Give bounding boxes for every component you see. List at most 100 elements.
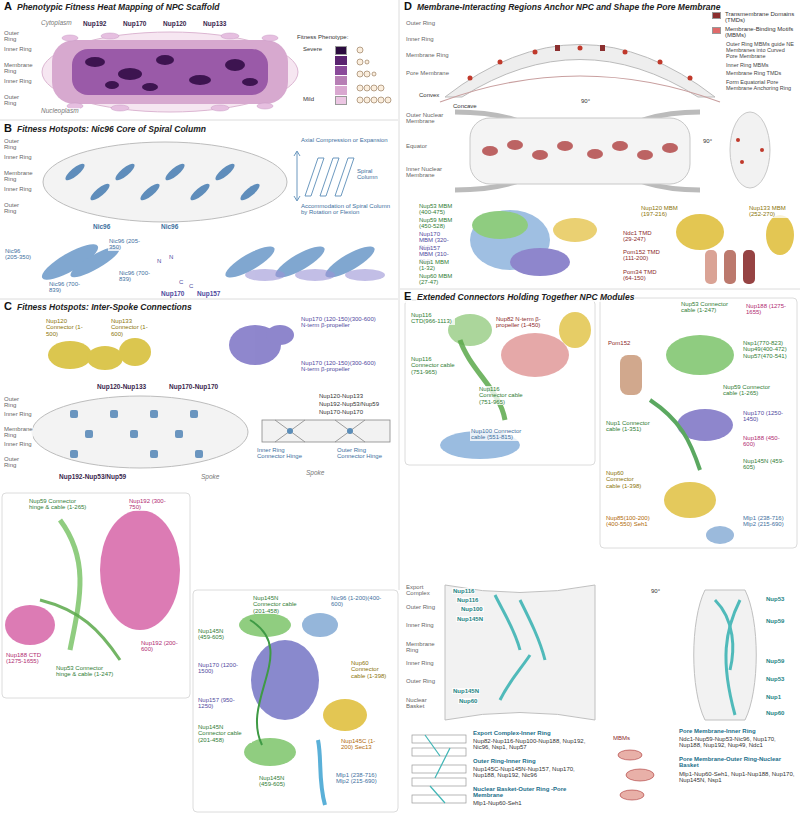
spiral-column-shape-shape: [163, 161, 187, 183]
structure-label: Nup145N (459-605): [258, 775, 298, 788]
structure-label: Nup133 Connector (1-600): [110, 318, 160, 337]
fitness-scale-shape-shape: [371, 85, 377, 91]
structure-label: C: [188, 283, 194, 289]
structure-label: Nic96 (205-350): [4, 248, 36, 261]
region-label: Outer Ring: [405, 20, 436, 26]
membrane-regions-shape-shape: [676, 214, 724, 250]
structure-label: Nup85(100-200)(400-550) Seh1: [605, 515, 660, 528]
region-label: Equator: [405, 143, 428, 149]
structure-label: Nup188 (1275-1655): [745, 303, 790, 316]
legend-swatch: [712, 12, 721, 19]
inter-spoke-connections-shape: [32, 396, 248, 468]
spiral-column-shape-shape: [63, 161, 87, 183]
region-label: Inner Ring: [405, 660, 440, 666]
extended-connectors-shape: [425, 735, 450, 803]
inter-spoke-connections-shape: [262, 420, 390, 442]
panel-frame-shape: [193, 590, 398, 812]
fitness-scale-shape-shape: [364, 97, 370, 103]
inter-spoke-connections-shape: [229, 325, 294, 365]
structure-label: Nup145N: [452, 688, 480, 694]
structure-label: Nup60 MBM (27-47): [418, 273, 456, 286]
npc-heatmap-shape: [52, 40, 288, 104]
spiral-column-shape-shape: [320, 158, 339, 196]
inter-spoke-connections-shape-shape: [48, 341, 92, 369]
inter-spoke-connections-shape-shape: [175, 430, 183, 438]
inter-spoke-connections-shape-shape: [150, 410, 158, 418]
spiral-column-shape-shape: [245, 269, 285, 281]
inter-spoke-connections-shape-shape: [275, 420, 305, 442]
extended-connectors-shape: [445, 585, 595, 720]
extended-connectors-shape-shape: [626, 769, 654, 781]
structure-label: Nup120 Connector (1-500): [45, 318, 95, 337]
structure-label: Spoke: [200, 474, 220, 481]
extended-connectors-shape-shape: [430, 786, 445, 803]
structure-label: Nup192 (200-600): [140, 640, 180, 653]
structure-label: Pore Membrane-Inner Ring: [678, 728, 757, 734]
structure-label: Nup157 (950-1250): [197, 697, 242, 710]
structure-label: Nup53 Connector cable (1-247): [680, 301, 735, 314]
structure-label: Nic96: [92, 224, 111, 231]
inter-spoke-connections-shape-shape: [87, 346, 123, 370]
spiral-column-shape-shape: [188, 181, 212, 203]
fitness-scale-shape-shape: [357, 71, 363, 77]
fitness-scale-shape-shape: [357, 59, 363, 65]
structure-label: Nup1 MBM (1-32): [418, 259, 456, 272]
structure-label: Nup170-Nup170: [168, 384, 219, 391]
npc-heatmap-shape-shape: [242, 78, 258, 86]
region-label: Outer Ring: [405, 604, 440, 610]
inter-spoke-connections-shape: [60, 520, 80, 650]
panel-letter: B: [3, 123, 13, 135]
region-label: Export Complex: [405, 584, 440, 597]
structure-label: N: [156, 258, 162, 264]
fitness-scale-shape-shape: [378, 97, 384, 103]
region-label: Inner Ring: [3, 441, 33, 447]
membrane-regions-shape-shape: [766, 215, 794, 255]
fitness-scale-shape-shape: [378, 85, 384, 91]
structure-label: Nup170 (1200-1500): [197, 662, 242, 675]
panel-frame-shape: [405, 300, 595, 465]
membrane-regions-shape-shape: [533, 50, 538, 55]
region-label: Outer Ring: [3, 30, 33, 43]
fitness-scale-shape: [357, 47, 391, 103]
region-label: Outer Ring: [3, 396, 33, 409]
inter-spoke-connections-shape-shape: [287, 428, 293, 434]
structure-label: Nup188 (450-600): [742, 435, 792, 448]
extended-connectors-shape-shape: [726, 600, 740, 715]
panel-frame-shape: [0, 299, 398, 300]
structure-label: Nup120-Nup133: [318, 393, 364, 399]
membrane-regions-shape: [676, 214, 794, 284]
inter-spoke-connections-shape: [70, 410, 203, 458]
membrane-regions-shape-shape: [740, 160, 744, 164]
inter-spoke-connections-shape-shape: [85, 430, 93, 438]
npc-heatmap-shape-shape: [225, 59, 245, 71]
structure-label: Cytoplasm: [40, 20, 73, 27]
panel-frame-shape: [2, 493, 190, 698]
extended-connectors-shape-shape: [495, 595, 520, 650]
npc-heatmap: [42, 32, 298, 112]
spiral-column-shape-shape: [238, 181, 262, 203]
membrane-regions-shape: [470, 118, 690, 184]
fitness-scale-shape-shape: [365, 60, 369, 64]
structure-label: Nup133: [202, 21, 227, 28]
structure-label: Convex: [418, 92, 440, 98]
structure-label: Nup145N Connector cable (201-458): [197, 724, 252, 743]
extended-connectors-shape-shape: [618, 750, 642, 760]
inter-spoke-connections-shape: [5, 510, 180, 645]
spiral-column-shape-shape: [295, 269, 335, 281]
spiral-column-shape-shape: [113, 161, 137, 183]
region-label: Inner Ring: [3, 78, 33, 84]
inter-spoke-connections-shape-shape: [275, 420, 305, 442]
structure-label: Nup116 Connector cable (751-965): [410, 356, 460, 375]
structure-label: Nup60 Connector cable (1-398): [605, 470, 650, 489]
extended-connectors-shape-shape: [706, 526, 734, 544]
structure-label: Outer Ring MBMs guide NE Membranes into …: [725, 42, 795, 59]
spiral-column-shape: [63, 161, 262, 203]
membrane-regions-shape-shape: [724, 250, 736, 284]
fitness-scale-shape-shape: [364, 71, 370, 77]
npc-heatmap-shape-shape: [142, 83, 158, 91]
panel-title: Fitness Hotspots: Nic96 Core of Spiral C…: [16, 125, 207, 134]
structure-label: Export Complex-Inner Ring: [472, 730, 552, 736]
npc-heatmap-shape-shape: [101, 33, 119, 39]
inter-spoke-connections-shape-shape: [335, 420, 365, 442]
structure-label: Pore Membrane-Outer Ring-Nuclear Basket: [678, 756, 796, 769]
